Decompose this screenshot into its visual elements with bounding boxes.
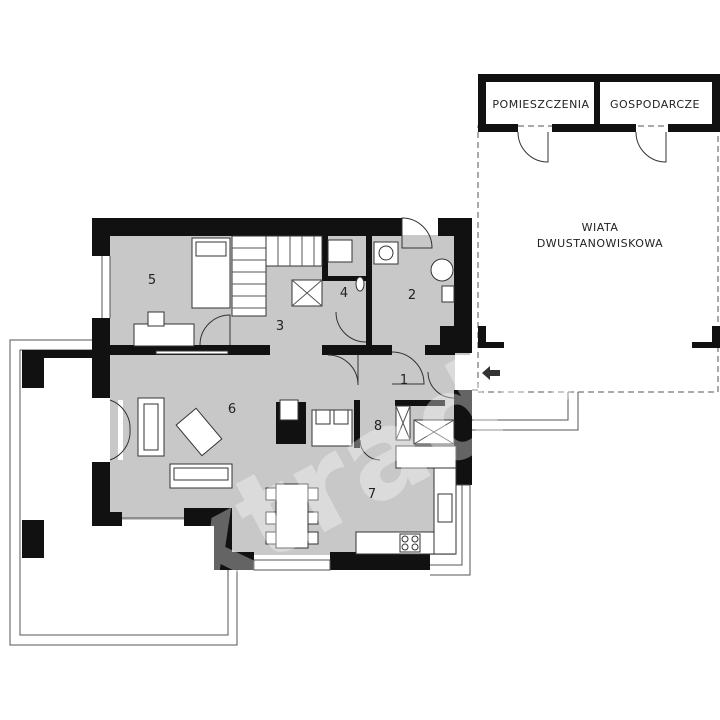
room-number-3: 3 <box>276 319 284 334</box>
staircase <box>231 235 323 317</box>
carport-label-line2: DWUSTANOWISKOWA <box>537 237 663 250</box>
room-number-4: 4 <box>340 286 348 301</box>
terrace <box>9 339 238 646</box>
house-walls <box>92 218 472 570</box>
room-number-1: 1 <box>400 373 408 388</box>
carport-label-line1: WIATA <box>582 221 619 234</box>
furniture <box>133 237 457 555</box>
room-number-6: 6 <box>228 402 236 417</box>
storage-label-left: POMIESZCZENIA <box>492 98 589 111</box>
room-number-5: 5 <box>148 273 156 288</box>
room-number-8: 8 <box>374 419 382 434</box>
carport <box>477 74 720 393</box>
room-number-7: 7 <box>368 487 376 502</box>
entrance-arrow-icon <box>482 366 500 380</box>
site-outline <box>101 256 579 576</box>
house-doors <box>109 217 455 461</box>
storage-label-right: GOSPODARCZE <box>610 98 700 111</box>
room-number-2: 2 <box>408 288 416 303</box>
